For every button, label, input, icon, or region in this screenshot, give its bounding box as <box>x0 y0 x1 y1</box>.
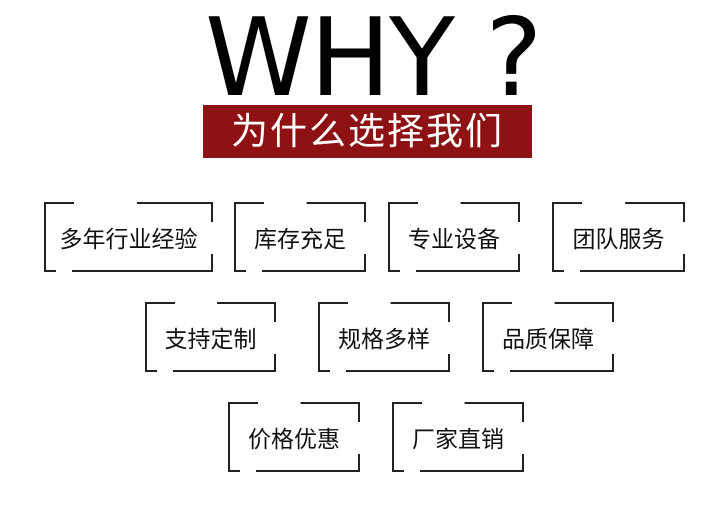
why-heading: WHY ? <box>205 0 543 121</box>
bracket-frame <box>228 402 360 472</box>
subtitle-banner: 为什么选择我们 <box>203 105 532 158</box>
feature-label: 价格优惠 <box>248 427 340 453</box>
feature-label: 厂家直销 <box>412 427 504 453</box>
feature-label: 多年行业经验 <box>59 227 198 253</box>
bracket-frame <box>234 202 366 272</box>
feature-label: 库存充足 <box>254 227 346 253</box>
bracket-frame <box>392 402 524 472</box>
feature-box: 厂家直销 <box>392 402 524 472</box>
feature-box: 库存充足 <box>234 202 366 272</box>
feature-box: 品质保障 <box>482 302 614 372</box>
bracket-frame <box>318 302 450 372</box>
feature-box: 多年行业经验 <box>44 202 213 272</box>
feature-label: 团队服务 <box>572 227 665 253</box>
feature-label: 规格多样 <box>338 327 430 353</box>
feature-box: 价格优惠 <box>228 402 360 472</box>
feature-label: 支持定制 <box>164 327 257 353</box>
feature-box: 团队服务 <box>552 202 685 272</box>
bracket-frame <box>552 202 685 272</box>
feature-box: 支持定制 <box>145 302 276 372</box>
feature-box: 专业设备 <box>388 202 520 272</box>
feature-box: 规格多样 <box>318 302 450 372</box>
feature-label: 品质保障 <box>502 327 594 353</box>
bracket-frame <box>482 302 614 372</box>
bracket-frame <box>44 202 213 272</box>
bracket-frame <box>145 302 276 372</box>
bracket-frame <box>388 202 520 272</box>
feature-label: 专业设备 <box>408 227 500 253</box>
